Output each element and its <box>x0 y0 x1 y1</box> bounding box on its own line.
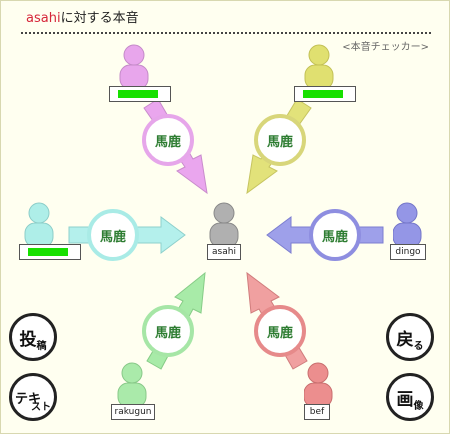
user-name-box: dingo <box>390 244 426 260</box>
person-icon <box>304 362 333 408</box>
post-button-sub: 稿 <box>36 340 47 352</box>
text-button-sub: スト <box>31 401 51 413</box>
user-name-box: bef <box>304 404 330 420</box>
user-name-box <box>19 244 81 260</box>
person-icon <box>117 362 147 408</box>
person-icon <box>304 44 334 90</box>
person-icon <box>393 202 422 248</box>
label-bubble-bottom-left: 馬鹿 <box>142 305 194 357</box>
user-figure-bottom-left[interactable]: rakugun <box>111 361 171 420</box>
title-divider <box>21 32 431 34</box>
image-button-sub: 像 <box>413 400 424 412</box>
person-icon <box>119 44 149 90</box>
person-icon <box>24 202 54 248</box>
user-figure-left[interactable] <box>19 201 81 260</box>
post-button[interactable]: 投稿 <box>9 313 57 361</box>
name-redaction <box>28 248 68 256</box>
image-button-label: 画 <box>396 389 414 410</box>
title-user[interactable]: asahi <box>26 11 61 26</box>
back-button-label: 戻 <box>396 329 414 350</box>
post-button-label: 投 <box>19 329 37 350</box>
label-bubble-right: 馬鹿 <box>309 209 361 261</box>
user-figure-right[interactable]: dingo <box>390 201 449 260</box>
user-name-box <box>294 86 356 102</box>
label-bubble-top-left: 馬鹿 <box>142 114 194 166</box>
checker-label: <本音チェッカー> <box>342 42 429 53</box>
user-figure-top-left[interactable] <box>109 43 171 102</box>
center-user-figure[interactable]: asahi <box>207 201 263 260</box>
back-button[interactable]: 戻る <box>386 313 434 361</box>
text-button-label: テキ <box>14 391 41 407</box>
label-bubble-bottom-right: 馬鹿 <box>254 305 306 357</box>
user-figure-bottom-right[interactable]: bef <box>304 361 360 420</box>
center-user-name: asahi <box>207 244 241 260</box>
page-title: asahiに対する本音 <box>26 7 139 26</box>
text-button[interactable]: テキスト <box>9 373 57 421</box>
label-bubble-left: 馬鹿 <box>87 209 139 261</box>
label-bubble-top-right: 馬鹿 <box>254 114 306 166</box>
user-figure-top-right[interactable] <box>294 43 356 102</box>
back-button-sub: る <box>413 340 424 352</box>
name-redaction <box>118 90 158 98</box>
title-suffix: に対する本音 <box>60 11 139 26</box>
image-button[interactable]: 画像 <box>386 373 434 421</box>
name-redaction <box>303 90 343 98</box>
user-name-box: rakugun <box>111 404 155 420</box>
user-name-box <box>109 86 171 102</box>
person-icon <box>209 202 239 248</box>
